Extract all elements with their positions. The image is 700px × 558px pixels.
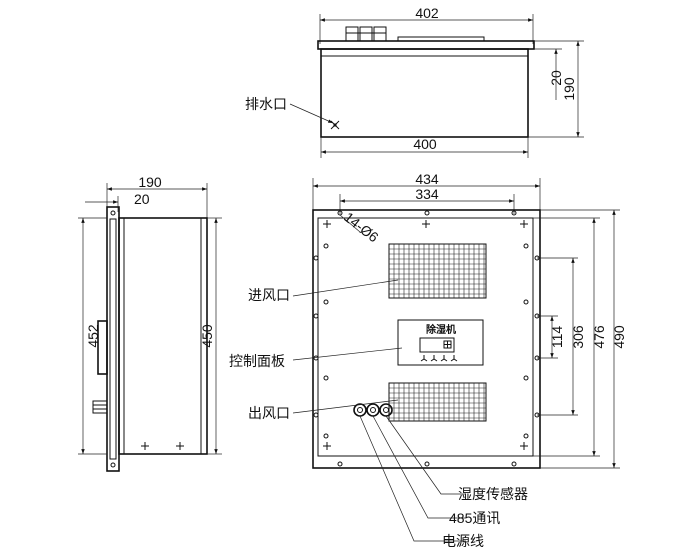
panel-title: 除湿机 — [426, 323, 456, 336]
drain-icon — [330, 120, 340, 130]
top-body — [320, 48, 529, 138]
front-crosshairs — [323, 220, 529, 450]
side-view: 190 20 452 450 — [78, 174, 222, 472]
inlet-grille — [388, 243, 487, 299]
panel-display — [419, 337, 455, 353]
side-depth-190: 190 — [138, 174, 162, 190]
top-depth-20: 20 — [548, 70, 564, 86]
front-glands — [353, 403, 393, 417]
front-h-476: 476 — [591, 325, 607, 349]
front-h-490: 490 — [611, 325, 627, 349]
front-body — [317, 217, 534, 457]
humidity-sensor-label: 湿度传感器 — [458, 486, 528, 502]
side-gland-icon — [92, 400, 108, 414]
side-body — [118, 217, 208, 455]
comm-485-label: 485通讯 — [449, 510, 500, 526]
air-inlet-label: 进风口 — [248, 287, 290, 303]
top-width-402: 402 — [415, 5, 439, 21]
drain-label: 排水口 — [245, 96, 287, 112]
side-flange-20: 20 — [134, 191, 150, 207]
control-panel: 除湿机 — [397, 319, 484, 366]
front-h-306: 306 — [570, 325, 586, 349]
outlet-grille — [388, 382, 487, 422]
side-flange — [106, 206, 120, 472]
top-view: 402 排水口 20 190 — [245, 5, 584, 158]
control-panel-label: 控制面板 — [229, 353, 285, 369]
front-width-434: 434 — [415, 171, 439, 187]
side-height-450: 450 — [199, 324, 215, 348]
side-crosshairs — [141, 442, 184, 450]
front-frame — [312, 209, 541, 469]
top-flange — [317, 40, 535, 50]
side-height-452: 452 — [85, 324, 101, 348]
holes-spec: 14-Ø6 — [341, 209, 382, 246]
mounting-holes — [313, 210, 540, 467]
power-line-label: 电源线 — [442, 533, 484, 549]
air-outlet-label: 出风口 — [248, 405, 290, 421]
top-connectors — [345, 26, 485, 42]
side-connector — [97, 320, 108, 375]
panel-buttons — [420, 355, 458, 362]
top-width-400: 400 — [413, 136, 437, 152]
top-depth-190: 190 — [561, 77, 577, 101]
front-width-334: 334 — [415, 186, 439, 202]
front-view: 434 334 — [229, 171, 627, 549]
front-h-114: 114 — [549, 326, 565, 349]
